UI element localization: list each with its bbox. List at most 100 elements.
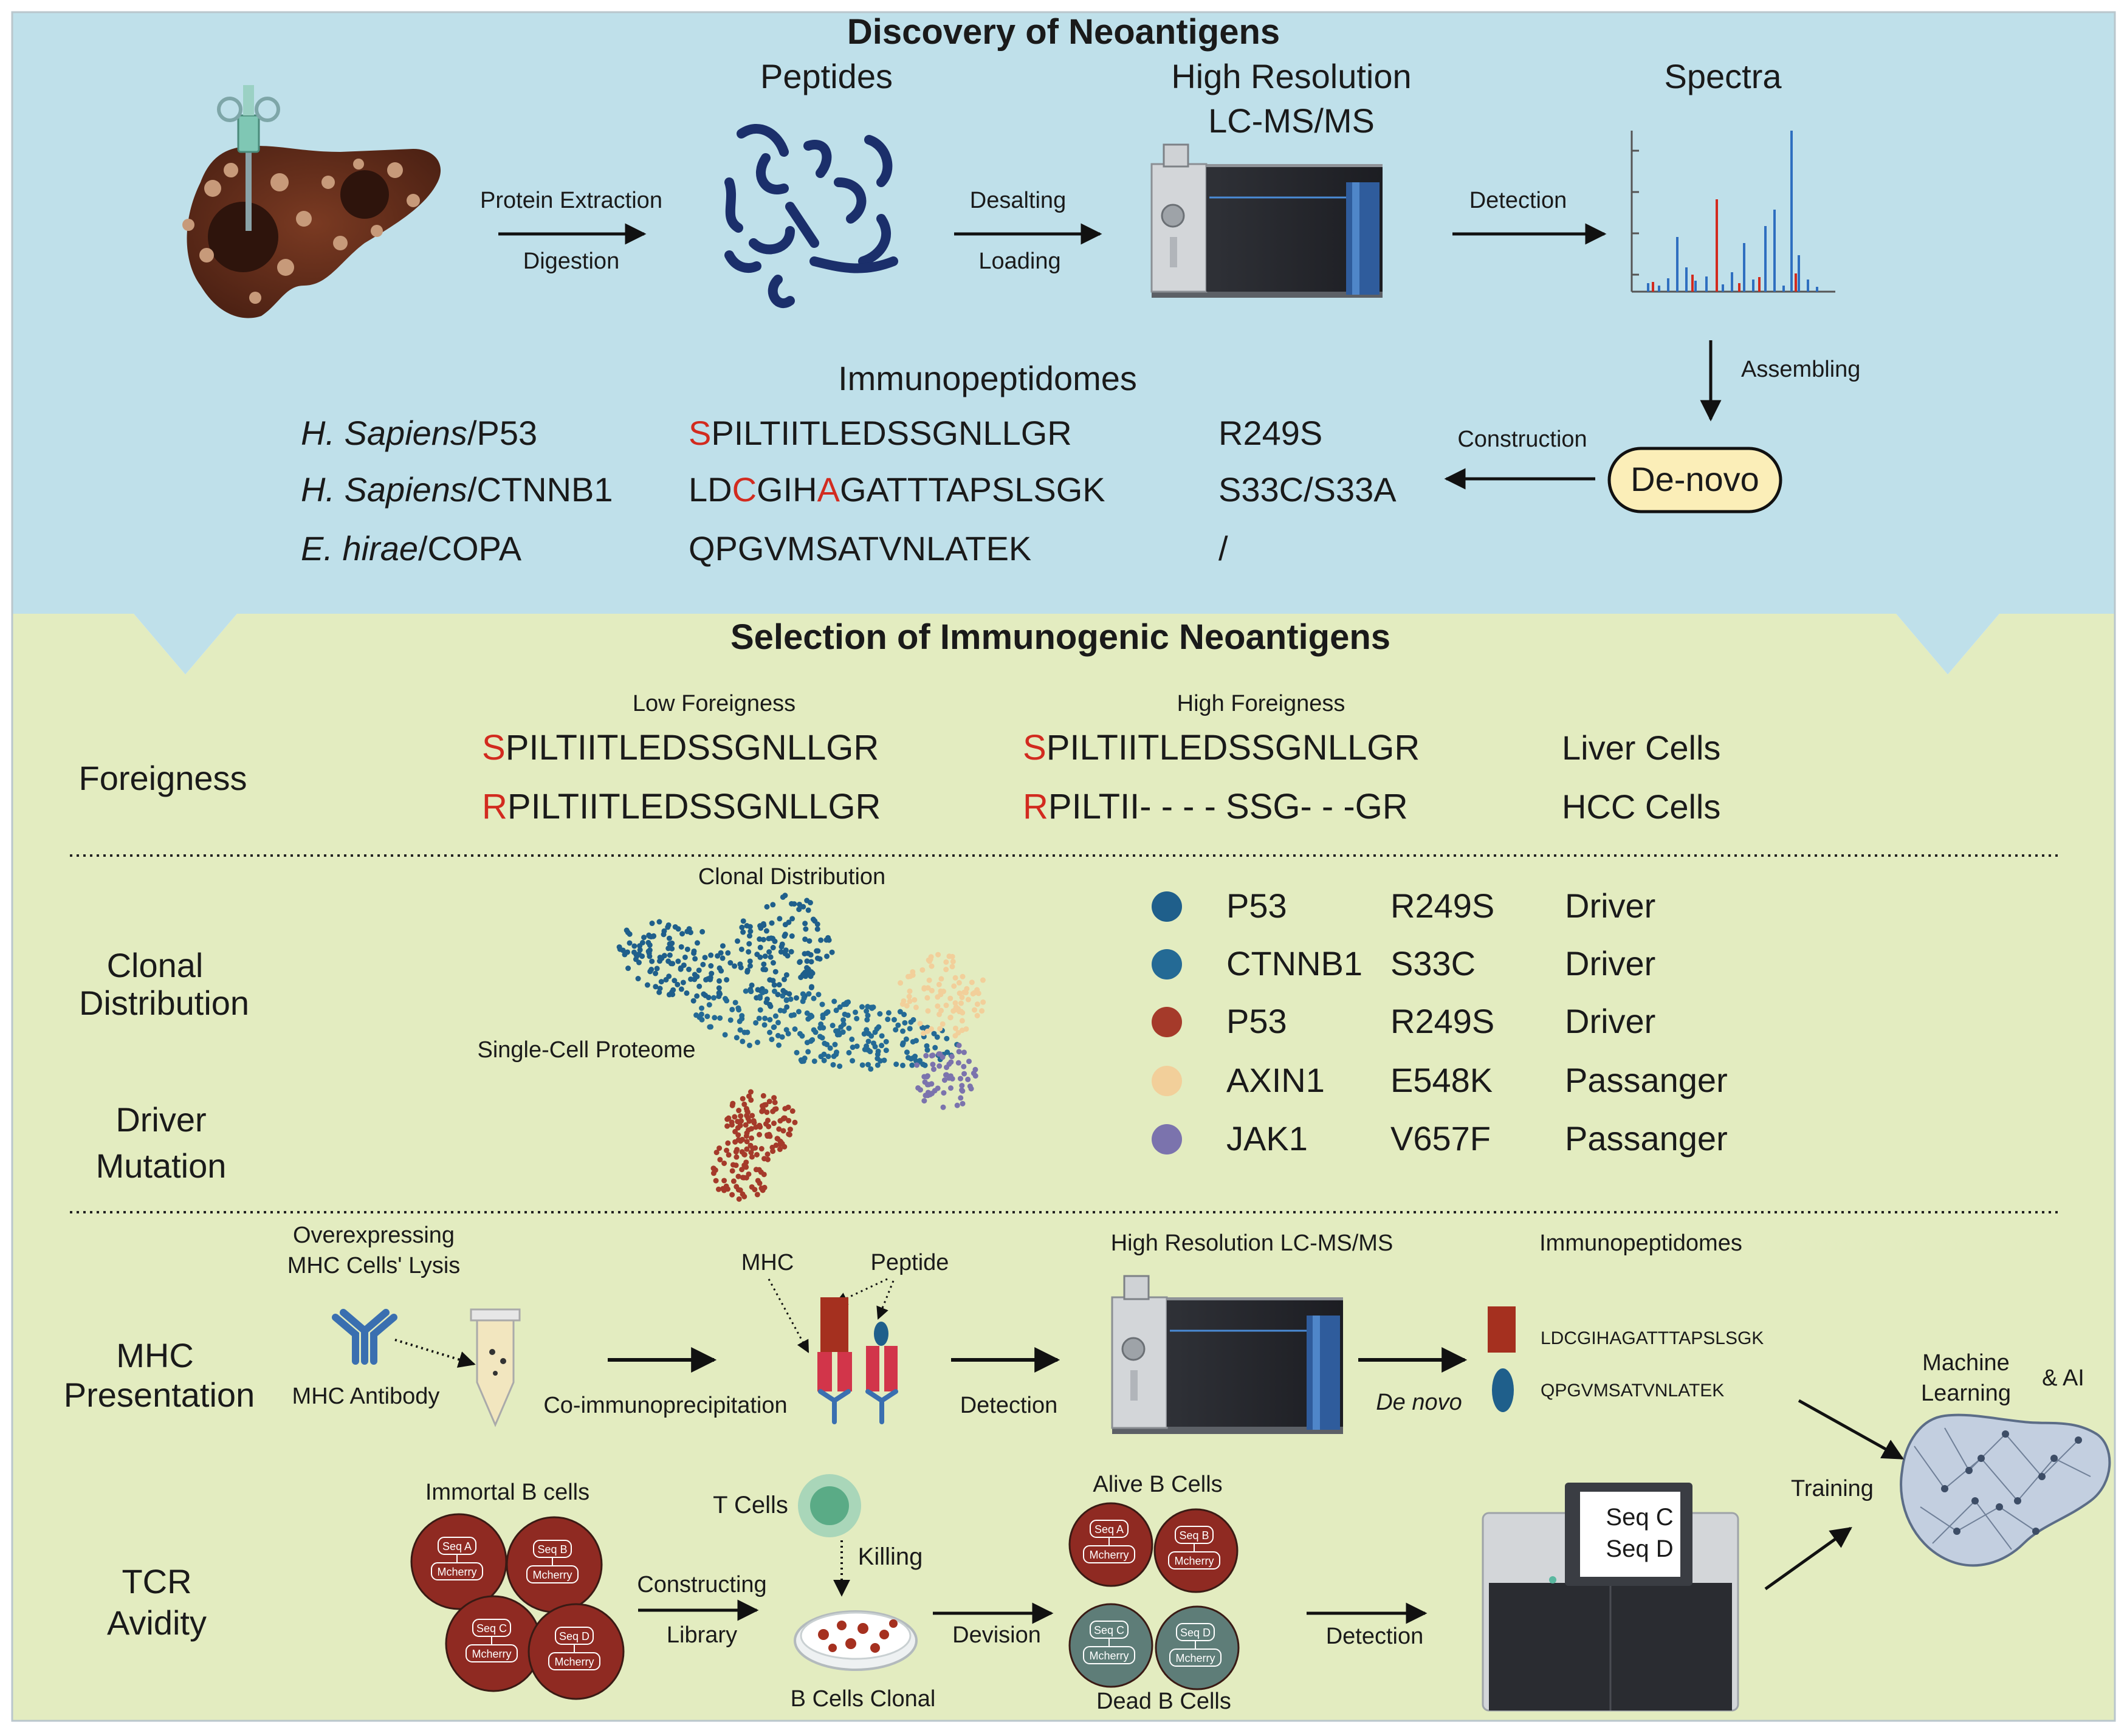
cell-dot <box>949 1054 955 1060</box>
cell-dot <box>631 949 637 955</box>
cell-dot <box>779 941 785 947</box>
cell-dot <box>925 1008 931 1014</box>
cell-dot <box>952 1025 958 1031</box>
cell-dot <box>832 1041 838 1048</box>
cell-dot <box>741 1101 747 1107</box>
cell-dot <box>943 1003 949 1009</box>
cell-dot <box>743 1163 749 1169</box>
peptides-icon <box>724 123 898 308</box>
cell-dot <box>699 1017 705 1023</box>
mhc-hr-label: High Resolution LC-MS/MS <box>1111 1230 1393 1256</box>
cell-dot <box>765 1117 771 1124</box>
cell-dot <box>922 1062 928 1068</box>
cell-dot <box>816 992 822 998</box>
cell-dot <box>627 940 633 946</box>
devision-label: Devision <box>952 1622 1041 1648</box>
cell-dot <box>679 931 686 937</box>
cell-dot <box>899 1062 905 1068</box>
cell-dot <box>845 999 851 1005</box>
cell-dot <box>917 1021 923 1027</box>
cell-dot <box>792 1026 798 1032</box>
cell-dot <box>729 1122 735 1128</box>
cell-dot <box>725 1140 731 1146</box>
cell-dot <box>846 1049 852 1055</box>
cell-dot <box>672 978 678 984</box>
legend-dot <box>1152 949 1182 980</box>
cell-dot <box>947 995 954 1001</box>
single-cell-proteome-label: Single-Cell Proteome <box>477 1037 695 1063</box>
cell-dot <box>717 1156 723 1162</box>
cell-dot <box>936 1063 943 1069</box>
cell-dot <box>921 986 927 992</box>
cell-dot <box>741 1029 747 1035</box>
cell-dot <box>779 1141 785 1147</box>
cell-dot <box>951 983 957 989</box>
cell-dot <box>747 1089 754 1095</box>
cell-dot <box>729 1102 735 1108</box>
cell-dot <box>743 1159 749 1165</box>
cell-dot <box>865 1012 871 1018</box>
cell-dot <box>717 1015 723 1021</box>
denovo-label: De-novo <box>1630 460 1759 498</box>
cell-dot <box>735 938 741 944</box>
b-cell-tag: Mcherry <box>532 1569 572 1581</box>
tcr-label-line1: TCR <box>122 1562 191 1600</box>
cell-dot <box>763 967 769 973</box>
legend-mutation: R249S <box>1390 887 1494 925</box>
cell-dot <box>879 1043 885 1049</box>
cell-dot <box>980 999 986 1005</box>
cell-dot <box>656 989 662 995</box>
cell-dot <box>826 937 832 943</box>
low-foreigness-seq: RPILTIITLEDSSGNLLGR <box>482 787 881 826</box>
cell-dot <box>805 1016 811 1022</box>
cell-dot <box>669 940 675 946</box>
cell-dot <box>757 936 763 942</box>
cell-dot <box>859 1004 865 1010</box>
cell-dot <box>781 1008 787 1014</box>
cell-dot <box>817 956 823 962</box>
cell-dot <box>800 972 806 978</box>
cell-dot <box>938 1007 944 1014</box>
selection-title: Selection of Immunogenic Neoantigens <box>730 617 1390 657</box>
cell-dot <box>786 991 792 997</box>
mhc-immunopeptidomes-label: Immunopeptidomes <box>1539 1230 1742 1256</box>
cell-dot <box>658 979 664 985</box>
cell-dot <box>724 976 730 983</box>
cell-dot <box>862 1046 868 1052</box>
cell-dot <box>711 1165 717 1172</box>
cell-dot <box>777 916 783 922</box>
cell-dot <box>908 1019 914 1025</box>
cell-dot <box>708 952 714 958</box>
cell-dot <box>885 1010 892 1016</box>
immortal-b-label: Immortal B cells <box>425 1480 589 1505</box>
cell-dot <box>734 1154 740 1160</box>
cell-dot <box>823 1010 829 1017</box>
cell-dot <box>730 1178 737 1184</box>
cell-dot <box>941 1090 947 1096</box>
cell-dot <box>811 1027 817 1033</box>
cell-dot <box>716 990 723 996</box>
cell-dot <box>777 1146 783 1152</box>
legend-type: Passanger <box>1565 1061 1728 1099</box>
cell-dot <box>757 1007 763 1013</box>
peptide-sequence-part: GIH <box>757 470 817 509</box>
cell-dot <box>907 1026 913 1032</box>
cell-dot <box>910 1055 916 1061</box>
cell-dot <box>947 1014 954 1020</box>
cell-dot <box>641 935 647 941</box>
low-foreigness-seq-part: PILTIITLEDSSGNLLGR <box>506 728 879 767</box>
peptide-sequence: LDCGIHAGATTTAPSLSGK <box>689 470 1105 509</box>
cell-dot <box>761 961 767 967</box>
cell-dot <box>739 924 745 930</box>
cell-dot <box>770 945 776 951</box>
cell-dot <box>853 1009 859 1015</box>
cell-dot <box>707 975 713 981</box>
cell-dot <box>850 1045 856 1051</box>
mass-spectrometer-2-icon <box>1111 1275 1343 1434</box>
tcr-detection-label: Detection <box>1326 1624 1424 1649</box>
cell-dot <box>726 1152 732 1158</box>
cell-dot <box>929 963 935 969</box>
cell-dot <box>646 932 652 938</box>
